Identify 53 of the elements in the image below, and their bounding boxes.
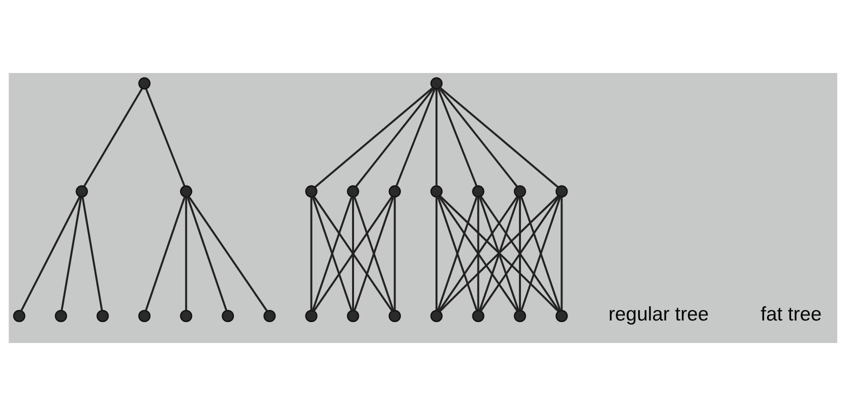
connector xyxy=(439,86,558,188)
node-circle xyxy=(180,309,192,322)
node-circle xyxy=(13,309,26,322)
connector xyxy=(310,196,312,310)
node-circle xyxy=(54,309,68,322)
node-circle xyxy=(556,309,568,322)
connector xyxy=(188,196,268,312)
node-circle xyxy=(556,184,568,198)
node-circle xyxy=(388,309,401,322)
label: fat tree xyxy=(760,303,822,326)
connector xyxy=(145,88,186,186)
node-circle xyxy=(430,76,443,90)
connector xyxy=(396,88,436,186)
connector xyxy=(185,196,188,310)
connector xyxy=(354,196,394,310)
connector xyxy=(437,88,478,186)
connector xyxy=(83,88,143,186)
connector xyxy=(478,196,520,310)
connector xyxy=(20,196,81,311)
connector xyxy=(518,196,521,310)
connector xyxy=(355,88,434,187)
connector xyxy=(436,196,438,310)
connector xyxy=(436,88,438,186)
node-circle xyxy=(514,184,526,198)
node-circle xyxy=(514,309,526,322)
node-circle xyxy=(430,184,443,198)
connector xyxy=(438,88,518,187)
node-circle xyxy=(222,309,234,322)
node-circle xyxy=(472,184,484,198)
node-circle xyxy=(138,76,151,90)
node-circle xyxy=(263,309,276,322)
connector xyxy=(394,196,396,310)
label: regular tree xyxy=(608,303,709,326)
node-circle xyxy=(138,309,151,322)
node-circle xyxy=(76,184,88,198)
connector xyxy=(477,196,480,310)
node-circle xyxy=(96,309,109,322)
connector xyxy=(82,196,103,310)
node-circle xyxy=(472,309,484,322)
connector xyxy=(439,194,559,312)
connector xyxy=(186,196,228,310)
node-circle xyxy=(305,184,318,198)
connector xyxy=(560,196,563,310)
node-circle xyxy=(346,309,360,322)
node-circle xyxy=(305,309,318,322)
connector xyxy=(352,196,354,310)
node-circle xyxy=(180,184,192,198)
node-circle xyxy=(388,184,401,198)
connector xyxy=(144,196,186,310)
node-circle xyxy=(346,184,360,198)
node-circle xyxy=(430,309,443,322)
connector xyxy=(314,86,434,188)
connector xyxy=(60,196,82,310)
